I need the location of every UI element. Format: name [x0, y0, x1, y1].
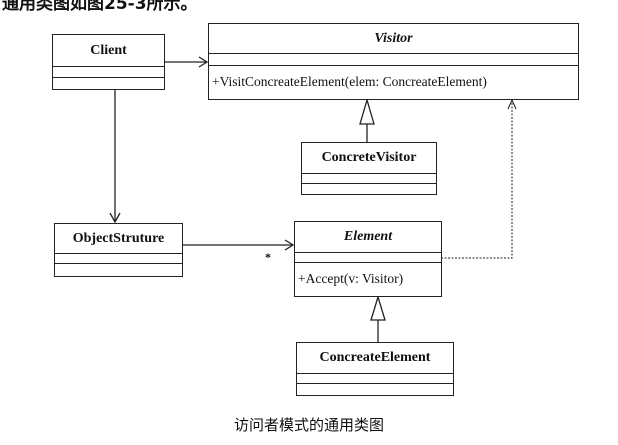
attributes-compartment [55, 254, 182, 264]
class-element: Element +Accept(v: Visitor) [294, 221, 442, 297]
element-generalization-triangle [370, 294, 386, 321]
class-name: ConcreteVisitor [302, 143, 436, 174]
attributes-compartment [297, 374, 453, 384]
dependency-arrowhead [507, 98, 517, 110]
class-concrete-visitor: ConcreteVisitor [301, 142, 437, 195]
client-visitor-arrowhead [198, 56, 209, 68]
class-client: Client [52, 34, 165, 90]
visitor-generalization-triangle [359, 97, 375, 125]
attributes-compartment [295, 253, 441, 263]
objectstructure-element-arrowhead [284, 239, 295, 251]
class-name: Visitor [209, 24, 578, 54]
class-concreate-element: ConcreateElement [296, 342, 454, 396]
class-name: Client [53, 35, 164, 67]
operation: +VisitConcreateElement(elem: ConcreateEl… [212, 74, 487, 89]
class-visitor: Visitor +VisitConcreateElement(elem: Con… [208, 23, 579, 100]
attributes-compartment [302, 174, 436, 184]
class-name: ObjectStruture [55, 224, 182, 254]
client-objectstructure-arrowhead [109, 212, 121, 224]
class-name: ConcreateElement [297, 343, 453, 374]
operation: +Accept(v: Visitor) [298, 271, 404, 286]
element-visitor-dependency [441, 101, 513, 259]
figure-caption: 访问者模式的通用类图 [233, 416, 384, 434]
cropped-heading-text: 通用类图如图25-3所示。 [2, 0, 198, 14]
class-object-structure: ObjectStruture [54, 223, 183, 277]
attributes-compartment [53, 67, 164, 78]
multiplicity-label: * [265, 250, 271, 264]
attributes-compartment [209, 54, 578, 66]
class-name: Element [295, 222, 441, 253]
